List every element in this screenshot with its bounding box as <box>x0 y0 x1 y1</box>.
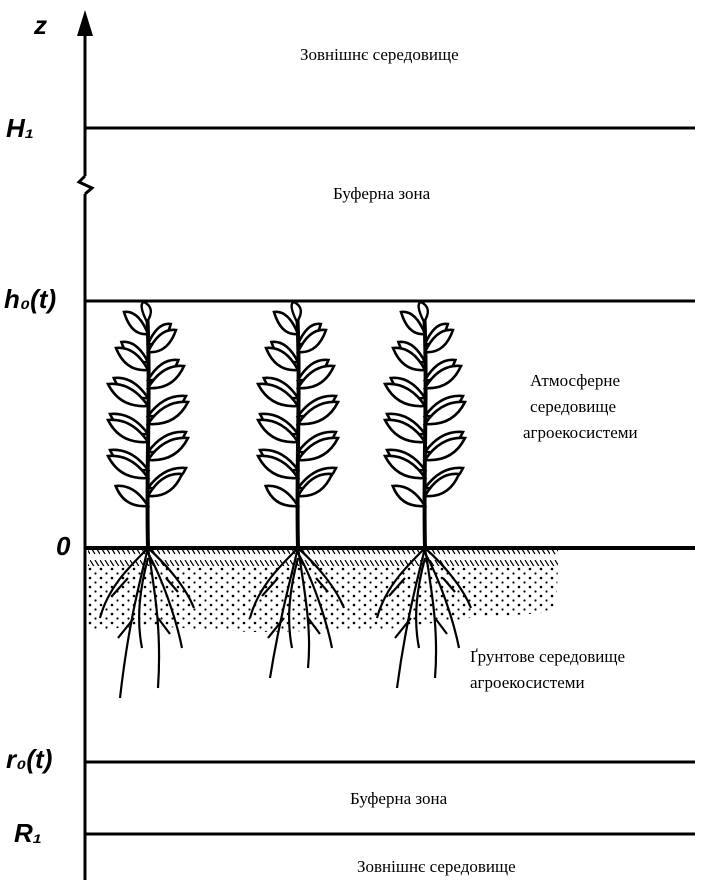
h1-label: H₁ <box>6 115 34 141</box>
r0-label: r₀(t) <box>6 746 52 772</box>
plants <box>100 302 471 698</box>
zero-label: 0 <box>56 533 70 559</box>
soil-label-2: агроекосистеми <box>470 672 585 693</box>
plant <box>377 302 471 688</box>
z-axis <box>79 30 92 880</box>
soil-label-1: Ґрунтове середовище <box>470 646 625 667</box>
leaf <box>116 486 148 506</box>
buffer-zone-bottom-label: Буферна зона <box>350 788 447 809</box>
plant <box>100 302 194 698</box>
leaf <box>393 486 425 506</box>
atmosphere-label-1: Атмосферне <box>530 370 620 391</box>
buffer-zone-top-label: Буферна зона <box>333 183 430 204</box>
h0-label: h₀(t) <box>4 286 56 312</box>
outer-environment-top-label: Зовнішнє середовище <box>300 44 459 65</box>
z-axis-arrow <box>77 10 93 36</box>
atmosphere-label-3: агроекосистеми <box>523 422 638 443</box>
atmosphere-label-2: середовище <box>530 396 616 417</box>
outer-environment-bottom-label: Зовнішнє середовище <box>357 856 516 877</box>
leaf <box>266 486 298 506</box>
z-axis-label: z <box>34 12 47 38</box>
r1-label: R₁ <box>14 820 42 846</box>
